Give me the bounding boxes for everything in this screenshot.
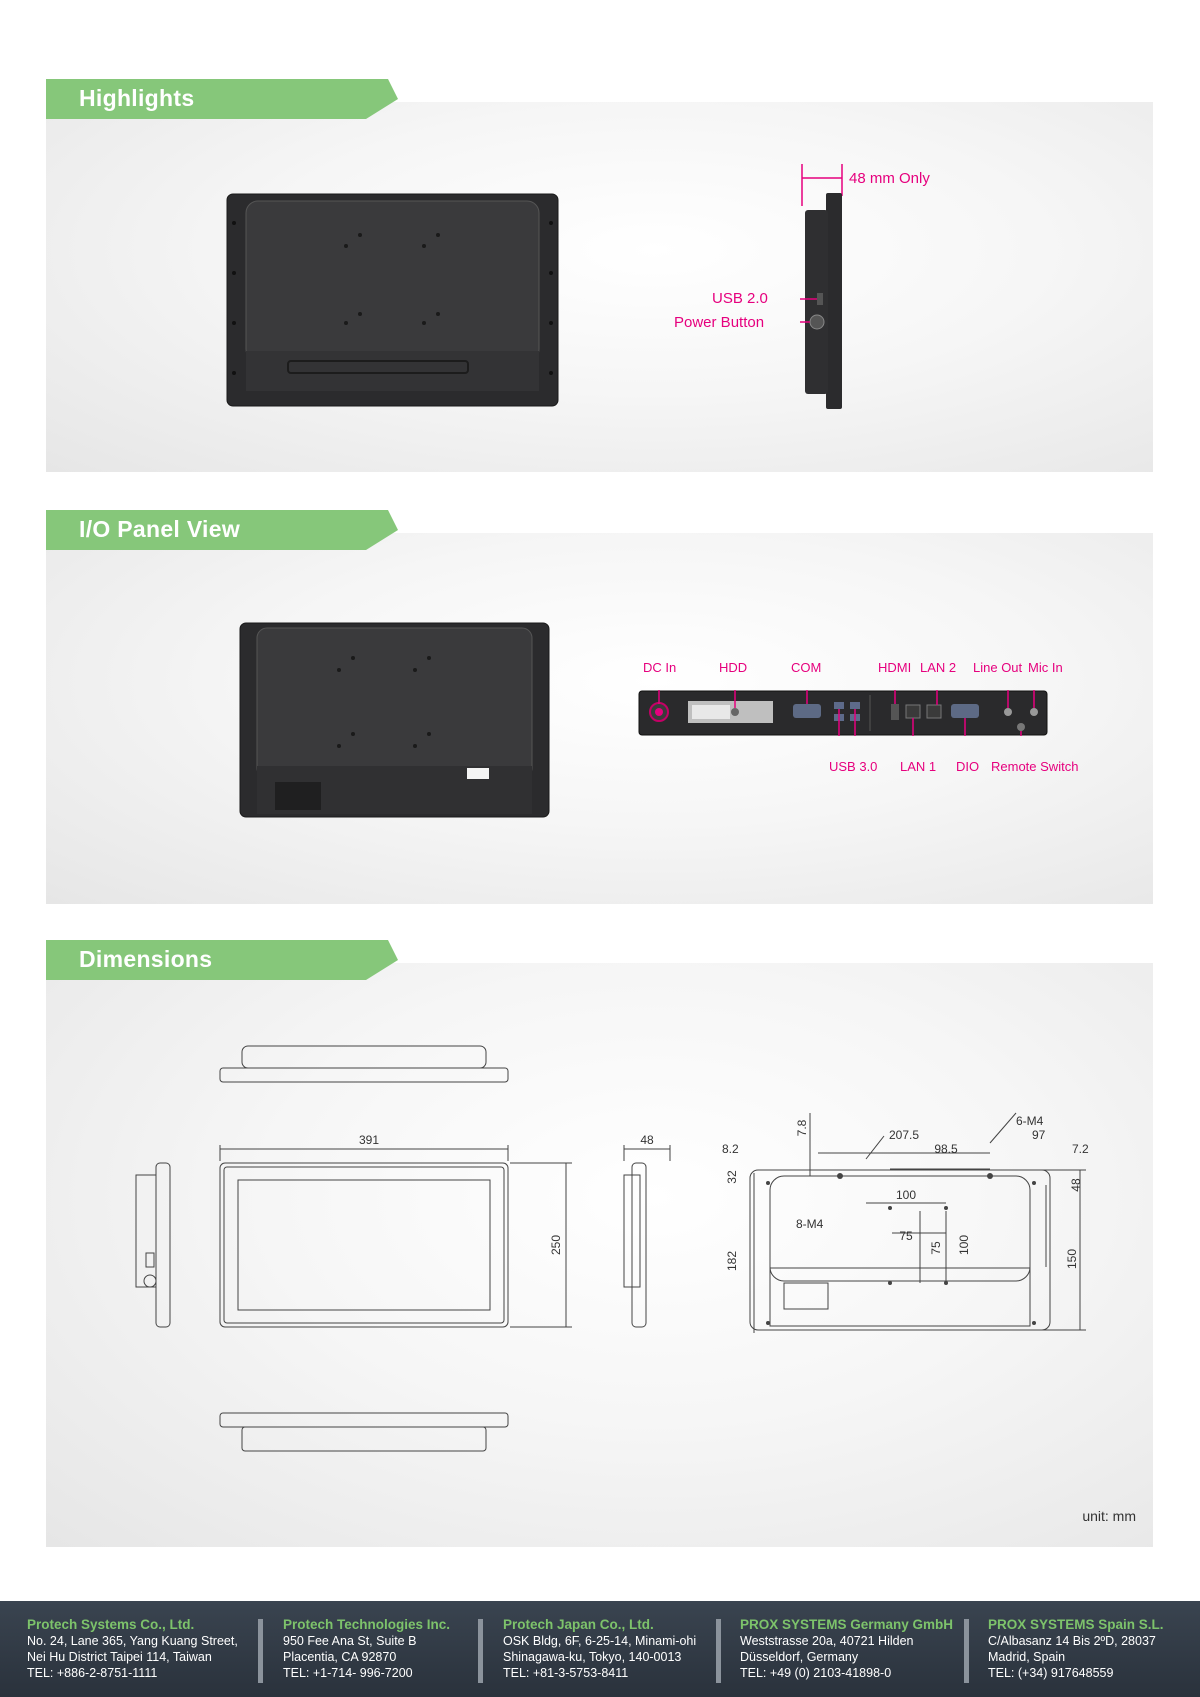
port-label-hdmi: HDMI [878, 660, 912, 675]
dim-width: 391 [359, 1133, 379, 1147]
office-address-line: 950 Fee Ana St, Suite B [283, 1634, 417, 1648]
unit-label: unit: mm [1082, 1508, 1136, 1524]
office-phone: TEL: +886-2-8751-1111 [27, 1666, 158, 1680]
depth-label: 48 mm Only [849, 170, 930, 187]
office-address-line: Düsseldorf, Germany [740, 1650, 859, 1664]
port-label-dc-in: DC In [643, 660, 677, 675]
dim-height: 250 [549, 1235, 563, 1255]
office-address-line: C/Albasanz 14 Bis 2ºD, 28037 [988, 1634, 1156, 1648]
footer-office: PROX SYSTEMS Germany GmbH Weststrasse 20… [740, 1617, 953, 1681]
office-name: Protech Japan Co., Ltd. [503, 1617, 654, 1632]
dim-182: 182 [725, 1251, 739, 1271]
product-rear-image [226, 193, 559, 407]
footer-office: Protech Systems Co., Ltd. No. 24, Lane 3… [27, 1617, 238, 1681]
office-address-line: Weststrasse 20a, 40721 Hilden [740, 1634, 914, 1648]
port-label-remote-switch: Remote Switch [991, 759, 1079, 774]
footer-divider [964, 1619, 969, 1683]
dim-75v: 75 [929, 1241, 943, 1255]
port-label-dio: DIO [956, 759, 980, 774]
office-phone: TEL: +1-714- 996-7200 [283, 1666, 413, 1680]
port-label-mic-in: Mic In [1028, 660, 1063, 675]
dim-6m4: 6-M4 [1016, 1114, 1044, 1128]
dim-100v: 100 [957, 1235, 971, 1255]
footer-divider [478, 1619, 483, 1683]
office-address-line: Madrid, Spain [988, 1650, 1066, 1664]
footer-divider [258, 1619, 263, 1683]
power-button-label: Power Button [674, 314, 765, 331]
dim-32: 32 [725, 1170, 739, 1184]
section-tab-io: I/O Panel View [46, 510, 398, 550]
office-name: Protech Systems Co., Ltd. [27, 1617, 195, 1632]
dimensions-panel [46, 963, 1153, 1547]
port-label-lan2: LAN 2 [920, 660, 957, 675]
dim-75h: 75 [899, 1229, 913, 1243]
section-tab-highlights: Highlights [46, 79, 398, 119]
footer-divider [716, 1619, 721, 1683]
dim-7-8: 7.8 [795, 1119, 809, 1136]
io-port-strip [638, 690, 1048, 736]
section-title: I/O Panel View [79, 516, 241, 542]
office-name: PROX SYSTEMS Spain S.L. [988, 1617, 1164, 1632]
office-address-line: No. 24, Lane 365, Yang Kuang Street, [27, 1634, 238, 1648]
office-name: PROX SYSTEMS Germany GmbH [740, 1617, 954, 1632]
dim-depth: 48 [640, 1133, 654, 1147]
office-address-line: Nei Hu District Taipei 114, Taiwan [27, 1650, 212, 1664]
port-label-usb30: USB 3.0 [829, 759, 878, 774]
office-phone: TEL: +49 (0) 2103-41898-0 [740, 1666, 892, 1680]
dim-207-5: 207.5 [889, 1128, 919, 1142]
dim-8m4: 8-M4 [796, 1217, 824, 1231]
highlights-panel [46, 102, 1153, 472]
dim-100h: 100 [896, 1188, 916, 1202]
product-side-image [800, 164, 843, 409]
footer-office: Protech Technologies Inc. 950 Fee Ana St… [283, 1617, 450, 1681]
port-label-hdd: HDD [719, 660, 748, 675]
dim-98-5: 98.5 [934, 1142, 958, 1156]
dim-8-2: 8.2 [722, 1142, 739, 1156]
office-phone: TEL: +81-3-5753-8411 [503, 1666, 629, 1680]
office-name: Protech Technologies Inc. [283, 1617, 451, 1632]
port-label-lan1: LAN 1 [900, 759, 937, 774]
port-label-line-out: Line Out [973, 660, 1023, 675]
section-title: Dimensions [79, 946, 213, 972]
footer-office: Protech Japan Co., Ltd. OSK Bldg, 6F, 6-… [503, 1617, 696, 1681]
dim-48b: 48 [1069, 1178, 1083, 1192]
dim-7-2: 7.2 [1072, 1142, 1089, 1156]
dimension-drawing: 391 250 48 7.8 6-M4 207.5 97 8.2 98.5 7.… [135, 1045, 1089, 1452]
footer-office: PROX SYSTEMS Spain S.L. C/Albasanz 14 Bi… [988, 1617, 1164, 1681]
footer: Protech Systems Co., Ltd. No. 24, Lane 3… [0, 1601, 1200, 1697]
office-address-line: Placentia, CA 92870 [283, 1650, 397, 1664]
office-phone: TEL: (+34) 917648559 [988, 1666, 1114, 1680]
section-title: Highlights [79, 85, 195, 111]
product-io-image [239, 622, 550, 818]
office-address-line: OSK Bldg, 6F, 6-25-14, Minami-ohi [503, 1634, 697, 1648]
dim-150: 150 [1065, 1249, 1079, 1269]
office-address-line: Shinagawa-ku, Tokyo, 140-0013 [503, 1650, 682, 1664]
port-label-com: COM [791, 660, 822, 675]
usb-label: USB 2.0 [712, 290, 768, 307]
section-tab-dimensions: Dimensions [46, 940, 398, 980]
dim-97: 97 [1032, 1128, 1046, 1142]
